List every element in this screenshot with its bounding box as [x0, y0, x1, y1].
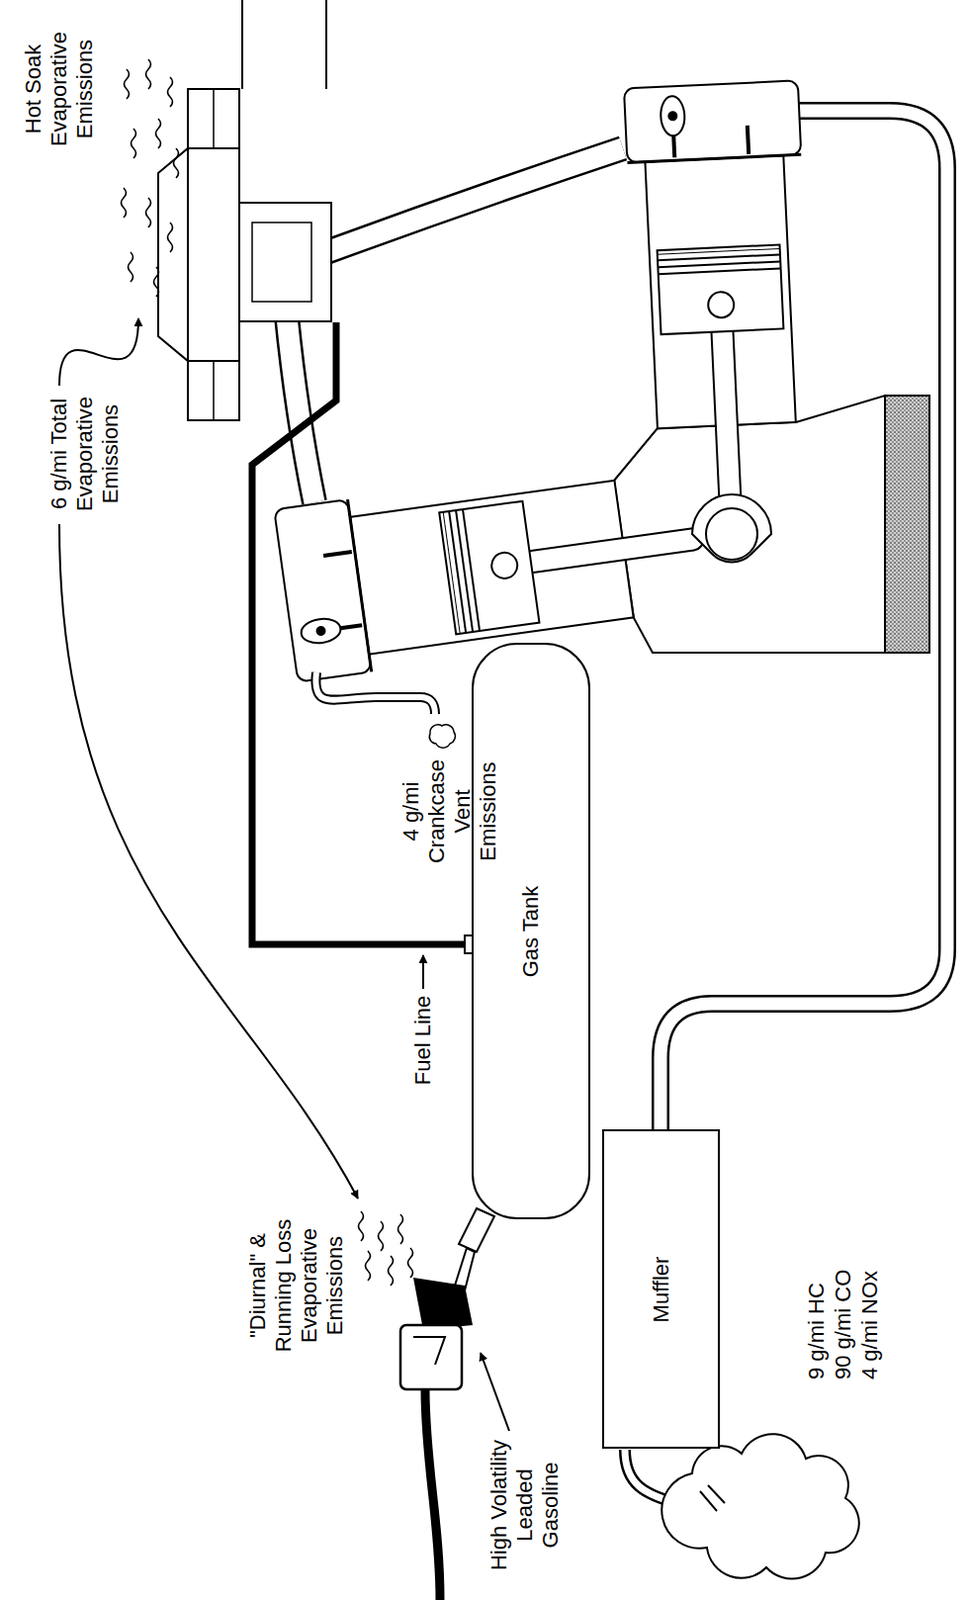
- wave-stroke: [146, 197, 152, 228]
- nozzle-body: [413, 1277, 473, 1330]
- wave-stroke: [408, 1247, 414, 1278]
- wave-stroke: [174, 148, 179, 178]
- cylinder: [623, 80, 817, 499]
- carburetor: [237, 202, 332, 322]
- wave-stroke: [398, 1214, 404, 1244]
- wave-stroke: [128, 252, 134, 282]
- emission-note: Hot Soak Evaporative Emissions: [20, 29, 98, 149]
- exhaust-value: 9 g/mi HC: [803, 1279, 830, 1380]
- fuel-hose: [425, 1389, 441, 1600]
- air-cleaner-lid: [158, 148, 188, 361]
- leader-arrow: [422, 955, 425, 989]
- vent-tube: [315, 672, 436, 714]
- exhaust-cloud: [661, 1433, 859, 1579]
- wave-stroke: [365, 1250, 371, 1281]
- wave-stroke: [131, 128, 137, 159]
- node-label: Gas Tank: [518, 884, 544, 977]
- emission-note: 6 g/mi Total Evaporative Emissions: [46, 394, 124, 514]
- gas-tank: Gas Tank: [471, 642, 591, 1220]
- wave-stroke: [168, 77, 174, 107]
- fuel-note: High Volatility Leaded Gasoline: [486, 1437, 564, 1573]
- leader-arrow: [59, 318, 139, 386]
- exhaust-value: 90 g/mi CO: [830, 1265, 857, 1380]
- wave-stroke: [121, 187, 127, 218]
- nozzle-spout: [454, 1247, 475, 1291]
- node-label: Muffler: [648, 1255, 675, 1322]
- wave-stroke: [154, 266, 160, 297]
- exhaust-value: 4 g/mi NOx: [857, 1266, 883, 1380]
- wave-stroke: [146, 59, 152, 89]
- crank-counterweight: [692, 494, 772, 562]
- emission-note: 4 g/mi Crankcase Vent Emissions: [398, 757, 502, 866]
- wave-stroke: [358, 1211, 364, 1241]
- filler-neck: [458, 1208, 495, 1252]
- wave-stroke: [156, 118, 162, 149]
- cylinder: [273, 452, 705, 682]
- crankcase: [614, 395, 885, 653]
- wave-stroke: [378, 1221, 384, 1251]
- leader-arrow: [480, 1352, 510, 1431]
- vent-puff: [429, 724, 455, 748]
- leader-arrow: [59, 524, 358, 1199]
- evaporation-waves: [121, 59, 414, 1286]
- air-cleaner: [187, 88, 240, 421]
- nozzle-handle: [400, 1324, 462, 1390]
- muffler-box: Muffler: [602, 1129, 720, 1449]
- crankshaft: [705, 508, 758, 560]
- wave-stroke: [388, 1255, 394, 1286]
- part-label: Fuel Line: [410, 993, 437, 1087]
- wave-stroke: [124, 69, 130, 99]
- oil-pan: [884, 395, 930, 653]
- emission-note: "Diurnal" & Running Loss Evaporative Emi…: [245, 1217, 349, 1354]
- wave-stroke: [168, 222, 174, 253]
